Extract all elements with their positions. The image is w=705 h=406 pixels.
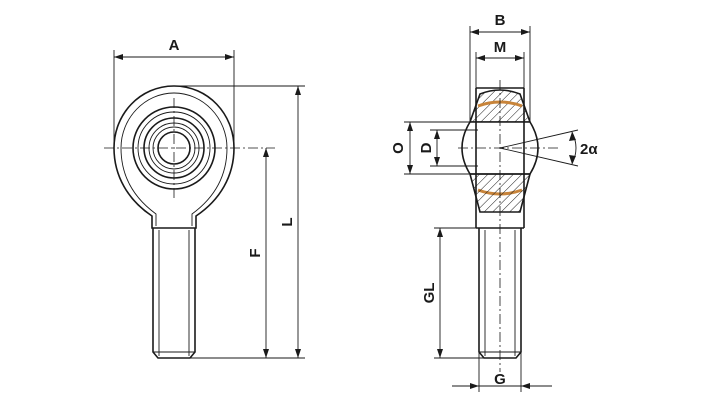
rod-end-head-inner-contour xyxy=(120,92,228,226)
dim-label-two-alpha: 2α xyxy=(580,141,598,158)
dim-label-f: F xyxy=(247,248,264,257)
dim-gl-arrow-top xyxy=(437,228,443,237)
dim-a-arrow-left xyxy=(114,54,123,60)
dim-b-arrow-right xyxy=(521,29,530,35)
dim-label-g: G xyxy=(494,371,506,388)
dim-m-arrow-left xyxy=(476,55,485,61)
dim-m-arrow-right xyxy=(515,55,524,61)
dim-label-o: O xyxy=(390,142,407,154)
dim-d-arrow-bottom xyxy=(434,157,440,166)
dim-label-l: L xyxy=(279,217,296,226)
dim-d-arrow-top xyxy=(434,130,440,139)
front-view: A L F xyxy=(104,37,305,359)
dim-l-arrow-bottom xyxy=(295,349,301,358)
dim-g-arrow-right xyxy=(521,383,530,389)
dim-g-arrow-left xyxy=(470,383,479,389)
tilt-arrow-bottom xyxy=(569,155,576,164)
dim-label-m: M xyxy=(494,39,507,56)
dim-label-d: D xyxy=(418,142,435,153)
dim-a-arrow-right xyxy=(225,54,234,60)
dim-label-a: A xyxy=(169,37,180,54)
tilt-line-upper xyxy=(499,129,579,149)
dim-label-gl: GL xyxy=(421,283,438,304)
tilt-line-lower xyxy=(499,147,579,167)
dim-o-arrow-bottom xyxy=(407,165,413,174)
dim-o-arrow-top xyxy=(407,122,413,131)
dim-l-arrow-top xyxy=(295,86,301,95)
dim-gl-arrow-bottom xyxy=(437,349,443,358)
side-view: B M O D 2α GL xyxy=(390,12,598,392)
dim-label-b: B xyxy=(495,12,506,29)
dim-b-arrow-left xyxy=(470,29,479,35)
tilt-arrow-top xyxy=(569,132,576,141)
dim-f-arrow-top xyxy=(263,148,269,157)
dim-f-arrow-bottom xyxy=(263,349,269,358)
threaded-shank xyxy=(152,228,196,359)
